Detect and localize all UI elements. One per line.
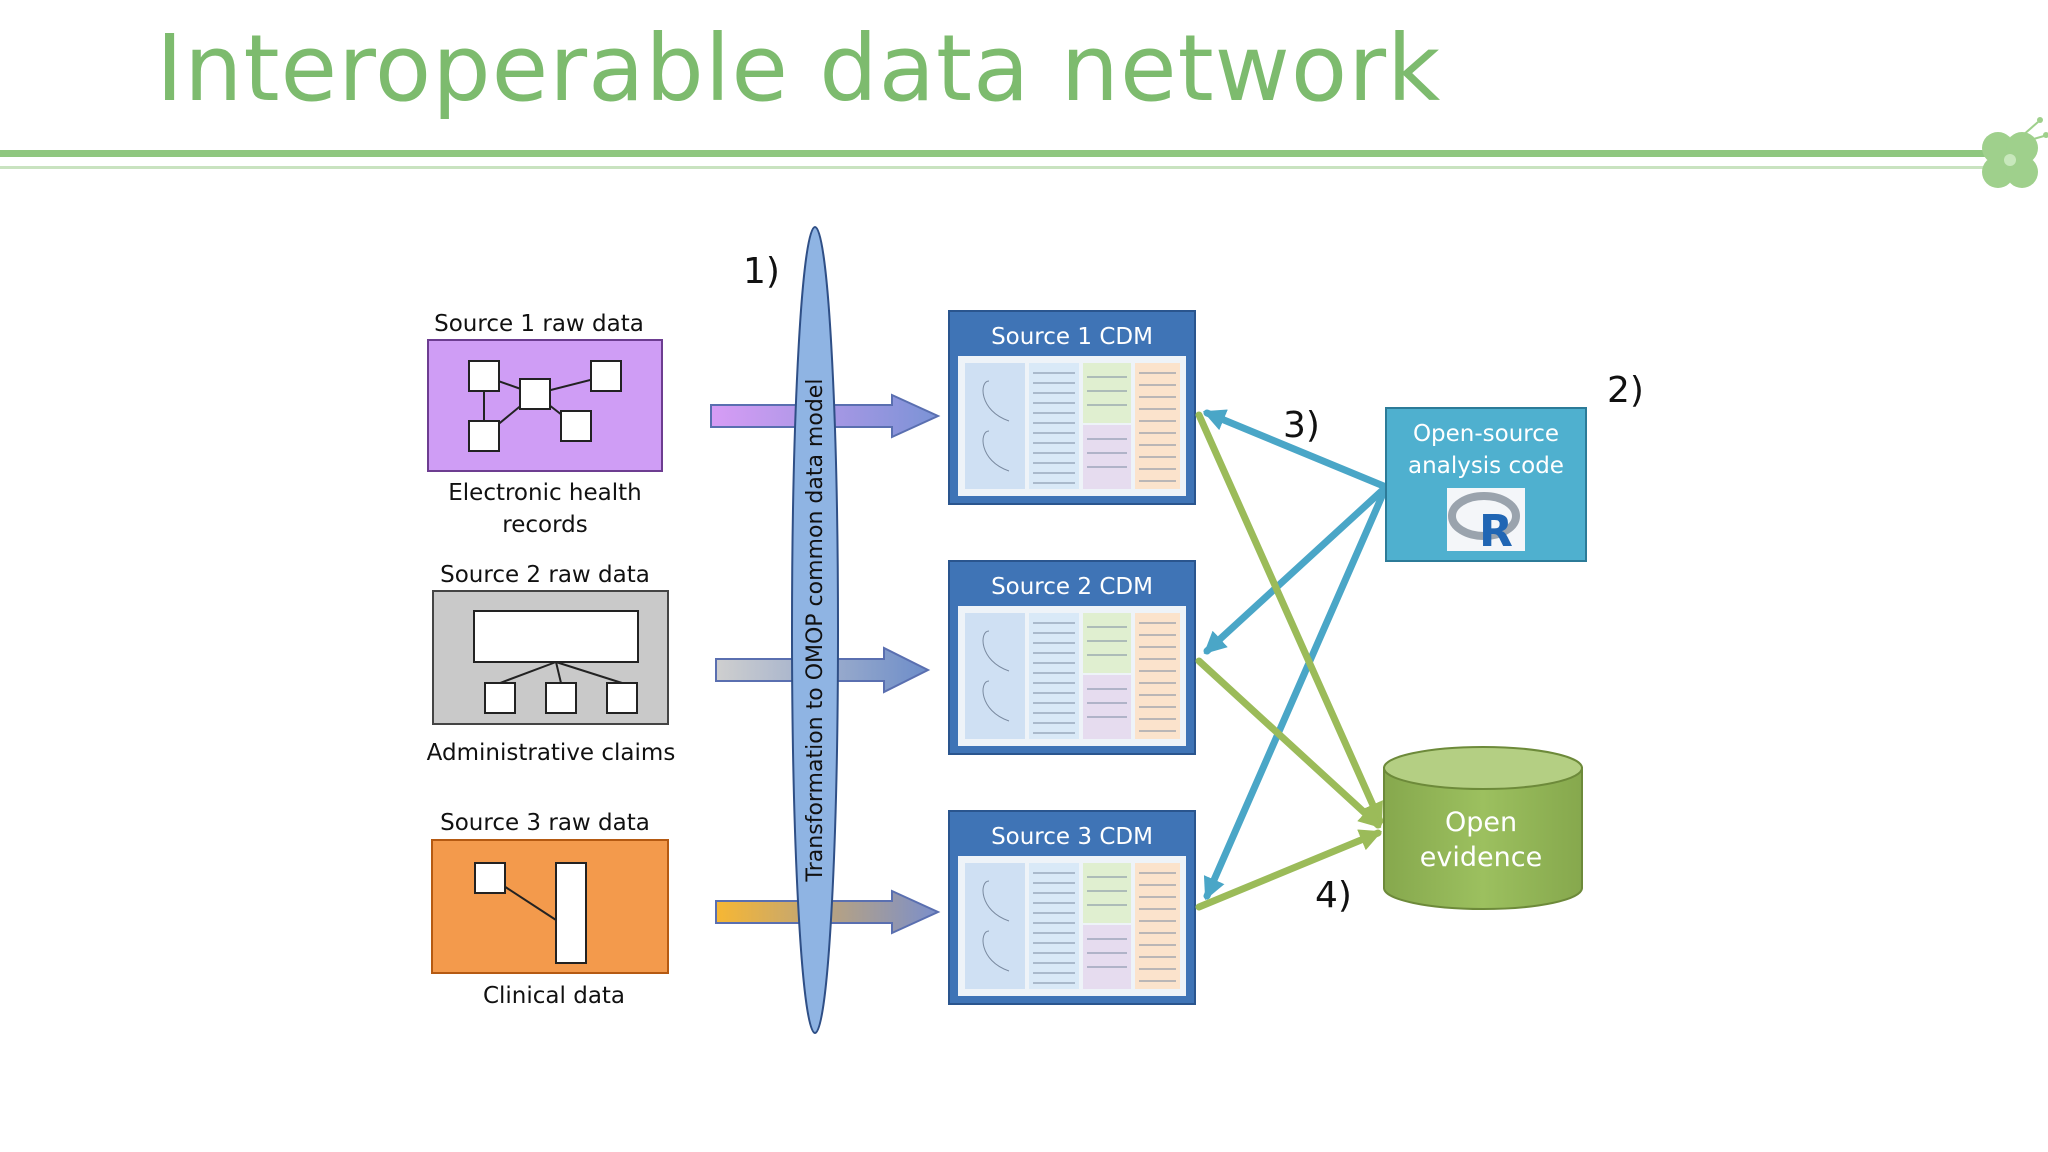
cdm-1-title: Source 1 CDM — [991, 324, 1153, 350]
step-1-label: 1) — [743, 251, 780, 292]
step-2-label: 2) — [1607, 370, 1644, 411]
source-1-caption-line2: records — [502, 512, 587, 538]
source-3-caption: Clinical data — [483, 983, 625, 1009]
cdm-3: Source 3 CDM — [948, 810, 1196, 1005]
analysis-code-box: Open-source analysis code R — [1385, 407, 1587, 562]
source-2-group: Source 2 raw data Administrative claims — [427, 562, 676, 766]
cdm-1-to-evidence-arrow — [1195, 411, 1384, 826]
cdm-2: Source 2 CDM — [948, 560, 1196, 755]
cdm-2-to-evidence-arrow — [1195, 657, 1382, 829]
source-1-group: Source 1 raw data Electronic health reco… — [427, 311, 663, 538]
code-to-cdm-2-arrow — [1203, 483, 1390, 655]
cdm-3-to-evidence-arrow — [1195, 829, 1383, 911]
analysis-code-line1: Open-source — [1413, 421, 1559, 447]
distribution-arrows — [1195, 409, 1390, 911]
slide-title: Interoperable data network — [156, 15, 1442, 122]
source-3-group: Source 3 raw data Clinical data — [431, 810, 669, 1009]
r-logo-icon: R — [1447, 488, 1525, 557]
open-evidence-line2: evidence — [1420, 842, 1542, 873]
source-1-network-icon — [468, 360, 622, 452]
header-divider — [0, 150, 1985, 169]
open-evidence-cylinder: Open evidence — [1383, 746, 1583, 910]
cdm-1: Source 1 CDM — [948, 310, 1196, 505]
step-3-label: 3) — [1283, 405, 1320, 446]
cdm-2-title: Source 2 CDM — [991, 574, 1153, 600]
source-1-header: Source 1 raw data — [434, 311, 644, 337]
code-to-cdm-3-arrow — [1203, 483, 1390, 901]
source-2-caption: Administrative claims — [427, 740, 676, 766]
source-2-header: Source 2 raw data — [440, 562, 650, 588]
clover-logo — [1982, 117, 2048, 188]
source-3-record-icon — [474, 862, 587, 964]
source-2-hierarchy-icon — [473, 610, 639, 714]
cdm-3-title: Source 3 CDM — [991, 824, 1153, 850]
r-logo-letter: R — [1479, 506, 1513, 557]
step-4-label: 4) — [1315, 875, 1352, 916]
omop-transformation-ellipse: Transformation to OMOP common data model — [791, 226, 839, 1034]
analysis-code-line2: analysis code — [1408, 453, 1564, 479]
source-3-box — [431, 839, 669, 974]
code-to-cdm-1-arrow — [1202, 409, 1390, 491]
open-evidence-line1: Open — [1445, 807, 1517, 838]
source-3-header: Source 3 raw data — [440, 810, 650, 836]
source-1-caption-line1: Electronic health — [448, 480, 642, 506]
omop-transformation-label: Transformation to OMOP common data model — [803, 379, 828, 883]
